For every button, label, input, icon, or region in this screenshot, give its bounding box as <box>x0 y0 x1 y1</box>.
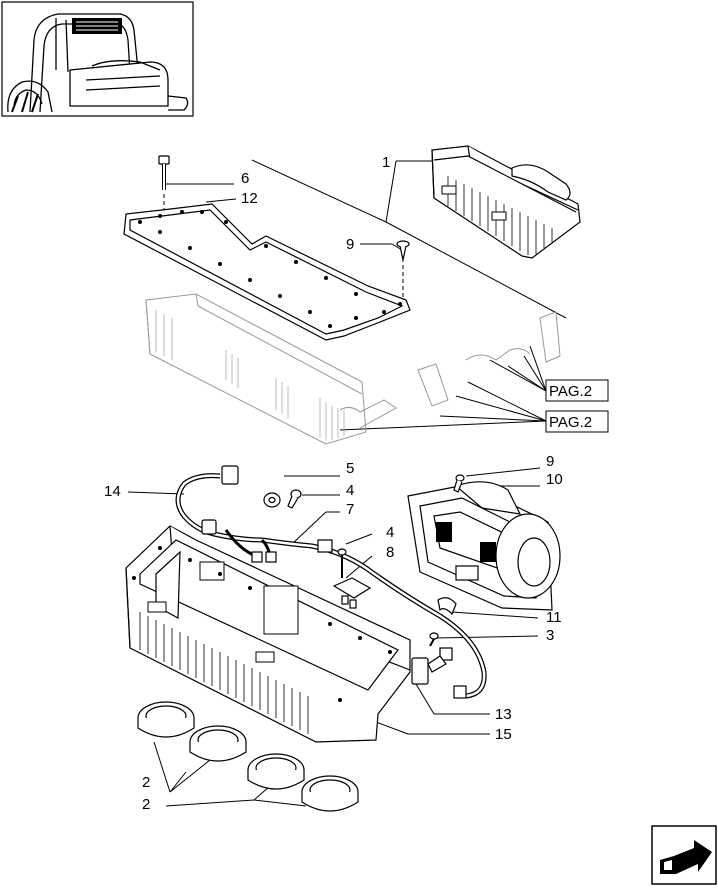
leader-lines-upper <box>163 159 567 431</box>
screw-3 <box>429 632 439 647</box>
screw-4-upper <box>287 489 302 509</box>
screw-4-lower <box>337 548 347 578</box>
callout-7: 7 <box>346 501 354 518</box>
page-reference-2-label: PAG.2 <box>549 414 592 431</box>
tractor-thumbnail <box>1 1 194 117</box>
callout-4-upper: 4 <box>346 482 354 499</box>
seal-ring <box>247 753 305 790</box>
seal-ring <box>137 701 195 738</box>
callout-13: 13 <box>495 706 512 723</box>
grommet-5 <box>263 492 281 508</box>
callout-1: 1 <box>382 154 390 171</box>
next-page-arrow-icon[interactable] <box>651 825 717 885</box>
callout-10: 10 <box>546 471 563 488</box>
screw-9-lower <box>453 474 465 493</box>
page-reference-1[interactable]: PAG.2 <box>545 379 609 402</box>
screw-6 <box>158 155 170 190</box>
callout-2-lower: 2 <box>142 796 150 813</box>
callout-9-lower: 9 <box>546 453 554 470</box>
screw-9-upper <box>396 240 410 261</box>
blower-fan-10 <box>407 481 561 611</box>
callout-8: 8 <box>386 544 394 561</box>
heater-core-ghost <box>145 293 561 445</box>
sensor-13 <box>411 655 447 685</box>
seal-ring <box>189 725 247 762</box>
callout-15: 15 <box>495 726 512 743</box>
seal-ring <box>301 775 359 812</box>
callout-5: 5 <box>346 460 354 477</box>
callout-6: 6 <box>241 170 249 187</box>
callout-14: 14 <box>104 483 121 500</box>
seal-rings-2 <box>137 701 359 812</box>
lower-housing-15 <box>125 525 411 743</box>
callout-3: 3 <box>546 627 554 644</box>
callout-4-lower: 4 <box>386 524 394 541</box>
gasket-plate-12 <box>123 203 411 341</box>
clamp-11 <box>437 597 457 616</box>
page-reference-2[interactable]: PAG.2 <box>545 410 609 433</box>
heater-housing-assembly <box>431 145 581 259</box>
callout-labels: 1 6 12 9 5 4 7 14 4 8 9 10 11 3 13 15 2 … <box>104 154 563 813</box>
page-reference-1-label: PAG.2 <box>549 383 592 400</box>
callout-11: 11 <box>546 609 562 626</box>
callout-2-upper: 2 <box>142 774 150 791</box>
callout-9-upper: 9 <box>346 236 354 253</box>
callout-12: 12 <box>241 190 258 207</box>
bracket-8 <box>332 577 372 609</box>
